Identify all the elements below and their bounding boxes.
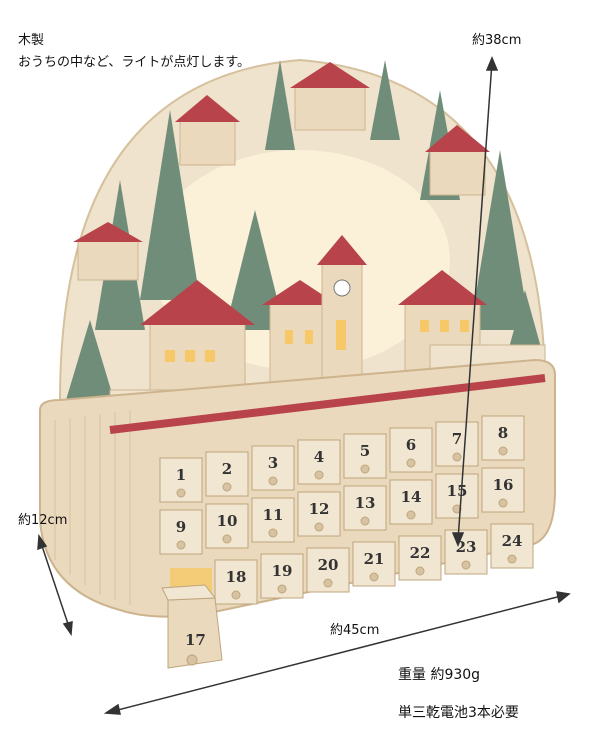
drawer-number: 19 — [272, 562, 293, 580]
drawer-20: 20 — [306, 547, 350, 593]
drawer-knob — [360, 516, 370, 526]
drawer-15: 15 — [435, 473, 479, 519]
drawer-knob — [314, 470, 324, 480]
drawer-knob — [314, 522, 324, 532]
drawer-knob — [268, 476, 278, 486]
drawer-number: 14 — [401, 488, 422, 506]
drawer-number: 22 — [410, 544, 431, 562]
drawer-7: 7 — [435, 421, 479, 467]
drawer-knob — [406, 458, 416, 468]
height-arrow — [457, 61, 493, 541]
drawer-face — [306, 547, 350, 593]
drawer-knob — [406, 510, 416, 520]
drawer-knob — [415, 566, 425, 576]
drawer-number: 10 — [217, 512, 238, 530]
drawer-number: 7 — [452, 430, 462, 448]
drawer-12: 12 — [297, 491, 341, 537]
drawer-number: 12 — [309, 500, 330, 518]
drawer-8: 8 — [481, 415, 525, 461]
drawer-13: 13 — [343, 485, 387, 531]
drawer-23: 23 — [444, 529, 488, 575]
drawer-number: 18 — [226, 568, 247, 586]
dimension-lines — [37, 56, 571, 715]
cabinet-side-ribs — [54, 410, 131, 605]
pulled-drawer: 17 — [161, 568, 223, 669]
battery-label: 単三乾電池3本必要 — [398, 705, 519, 721]
drawer-knob — [452, 452, 462, 462]
width-arrow — [109, 594, 566, 713]
drawer-24: 24 — [490, 523, 534, 569]
drawer-number: 11 — [263, 506, 284, 524]
drawer-number: 21 — [364, 550, 385, 568]
drawer-knob — [452, 504, 462, 514]
drawer-knob — [323, 578, 333, 588]
drawer-5: 5 — [343, 433, 387, 479]
depth-arrow — [39, 539, 71, 631]
top-rim — [109, 374, 546, 434]
depth-label: 約12cm — [18, 513, 68, 528]
drawer-knob — [369, 572, 379, 582]
drawer-22: 22 — [398, 535, 442, 581]
drawer-number: 6 — [406, 436, 416, 454]
drawer-knob — [277, 584, 287, 594]
drawer-number: 13 — [355, 494, 376, 512]
drawer-number: 9 — [176, 518, 186, 536]
description-label: おうちの中など、ライトが点灯します。 — [18, 55, 251, 70]
drawer-16: 16 — [481, 467, 525, 513]
drawer-4: 4 — [297, 439, 341, 485]
drawer-number: 20 — [318, 556, 339, 574]
drawer-10: 10 — [205, 503, 249, 549]
material-label: 木製 — [18, 33, 45, 48]
drawer-21: 21 — [352, 541, 396, 587]
drawer-number-17: 17 — [185, 631, 206, 649]
drawer-number: 5 — [360, 442, 370, 460]
drawer-knob — [222, 482, 232, 492]
drawer-6: 6 — [389, 427, 433, 473]
drawer-knob — [498, 498, 508, 508]
weight-label: 重量 約930g — [398, 667, 481, 683]
height-label: 約38cm — [472, 33, 522, 48]
drawer-14: 14 — [389, 479, 433, 525]
width-label: 約45cm — [330, 623, 380, 638]
drawer-knob — [507, 554, 517, 564]
drawer-number: 1 — [176, 466, 186, 484]
drawer-number: 4 — [314, 448, 324, 466]
drawer-knob — [222, 534, 232, 544]
drawer-number: 15 — [447, 482, 468, 500]
background-houses — [73, 62, 490, 281]
drawer-19: 19 — [260, 553, 304, 599]
drawer-number: 23 — [456, 538, 477, 556]
drawer-2: 2 — [205, 451, 249, 497]
drawer-number: 8 — [498, 424, 508, 442]
drawer-knob — [498, 446, 508, 456]
drawer-number: 2 — [222, 460, 232, 478]
drawer-knob — [461, 560, 471, 570]
drawer-number: 3 — [268, 454, 278, 472]
drawer-9: 9 — [159, 509, 203, 555]
drawer-knob — [360, 464, 370, 474]
drawer-number: 24 — [502, 532, 523, 550]
drawer-1: 1 — [159, 457, 203, 503]
drawer-knob — [176, 540, 186, 550]
drawer-knob — [231, 590, 241, 600]
drawer-18: 18 — [214, 559, 258, 605]
drawer-knob — [176, 488, 186, 498]
drawer-3: 3 — [251, 445, 295, 491]
drawer-knob — [268, 528, 278, 538]
drawer-11: 11 — [251, 497, 295, 543]
drawer-number: 16 — [493, 476, 514, 494]
